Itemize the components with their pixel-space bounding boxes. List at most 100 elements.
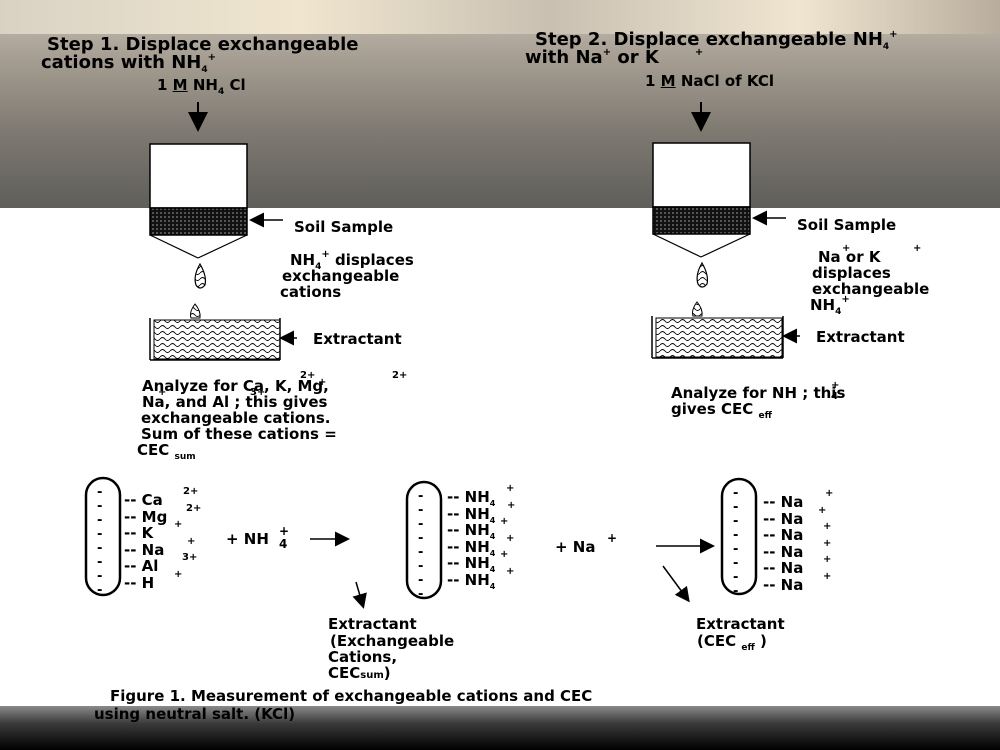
right-soil-sample <box>652 206 751 235</box>
ion-charge: 2+ <box>183 486 199 497</box>
left-extractant-beaker <box>153 319 281 360</box>
sup-mg: 2+ <box>392 370 408 381</box>
ion-charge: + <box>174 519 183 530</box>
colloid2-charges: -------- <box>418 489 424 602</box>
extractant1-line3: Cations, <box>328 648 398 666</box>
colloid1-particle <box>84 476 122 597</box>
left-extractant-label: Extractant <box>313 330 402 348</box>
ion-label: -- Al <box>124 557 159 575</box>
step1-title-line1: Step 1. Displace exchangeable <box>47 34 359 55</box>
right-drop <box>696 261 709 288</box>
left-displace-line2: exchangeable <box>282 267 400 285</box>
right-extractant-label: Extractant <box>816 328 905 346</box>
left-analyze-line2: Na, and Al ; this gives <box>142 393 328 411</box>
ion-charge: + <box>507 499 516 511</box>
ion-label: -- Na <box>124 540 165 559</box>
sup-al: 3+ <box>250 387 266 398</box>
reagent2: + Na <box>555 538 596 556</box>
ion-label: -- NH4 <box>447 504 496 525</box>
reagent1-sub: 4 <box>279 537 288 551</box>
sup-ca: 2+ <box>300 370 316 381</box>
ion-label: -- Na <box>763 542 804 561</box>
extractant2-line2: (CEC eff ) <box>697 632 767 653</box>
left-column <box>149 102 297 361</box>
reagent1-sup: + <box>279 524 290 538</box>
ion-charge: 2+ <box>186 502 202 514</box>
right-displace-line3: exchangeable <box>812 280 930 298</box>
ion-label: -- H <box>124 573 155 592</box>
figure-caption-line2: using neutral salt. (KCl) <box>94 705 296 723</box>
ion-label: -- K <box>124 524 154 542</box>
ion-label: -- Na <box>763 559 804 577</box>
ion-charge: + <box>500 516 509 527</box>
step2-title-line2: with Na+ or K+ <box>525 47 704 68</box>
right-displace-line2: displaces <box>812 264 891 282</box>
colloid3-charges: -------- <box>733 486 739 599</box>
right-analyze-line2: gives CEC eff <box>671 400 772 421</box>
sup-k: + <box>318 377 327 388</box>
left-drop <box>194 262 207 289</box>
left-displace-line1: NH4+ displaces <box>290 249 414 272</box>
sup-na-r: + <box>842 243 851 254</box>
ion-label: -- Na <box>763 493 804 511</box>
left-analyze-line5: CEC sum <box>137 441 196 462</box>
reagent2-sup: + <box>607 531 618 545</box>
ion-charge: + <box>187 535 196 547</box>
ion-charge: + <box>818 504 827 516</box>
ion-label: -- NH4 <box>447 554 496 574</box>
ion-label: -- Mg <box>124 507 168 526</box>
ion-charge: + <box>506 483 515 494</box>
sub-nh4-r: 4 <box>831 391 838 402</box>
left-analyze-line1: Analyze for Ca, K, Mg, <box>142 377 329 395</box>
ion-charge: + <box>825 488 834 499</box>
left-analyze-line4: Sum of these cations = <box>141 425 337 443</box>
ion-label: -- NH4 <box>447 488 496 508</box>
left-column-tube <box>149 143 248 209</box>
step2-reagent: 1 M NaCl of KCl <box>645 72 775 90</box>
extractant2-line1: Extractant <box>696 615 785 633</box>
ion-charge: + <box>823 570 832 582</box>
ion-label: -- Na <box>763 526 804 544</box>
ion-charge: + <box>823 521 832 532</box>
extractant1-line1: Extractant <box>328 615 417 633</box>
ion-label: -- Na <box>763 509 804 528</box>
left-soil-label: Soil Sample <box>294 218 394 236</box>
colloid2-particle <box>405 480 443 600</box>
extractant1-line2: (Exchangeable <box>330 632 455 650</box>
ion-charge: + <box>823 554 832 565</box>
right-displace-line1: Na or K <box>818 248 881 266</box>
sup-nh4-r: + <box>831 380 840 391</box>
right-analyze-line1: Analyze for NH ; this <box>671 384 846 402</box>
ion-label: -- NH4 <box>447 537 496 558</box>
right-column <box>651 102 800 359</box>
colloid3-particle <box>720 477 758 596</box>
ion-label: -- Na <box>763 575 804 594</box>
right-column-tube <box>652 142 751 208</box>
colloid1-charges: -------- <box>97 485 103 598</box>
extractant1-arrow <box>352 581 367 609</box>
right-extractant-beaker <box>655 317 783 358</box>
ion-charge: + <box>174 568 183 580</box>
step1-reagent: 1 M NH4 Cl <box>157 76 246 97</box>
step1-title-line2: cations with NH4+ <box>41 52 217 75</box>
ion-label: -- NH4 <box>447 570 496 591</box>
reagent1: + NH <box>226 530 269 548</box>
left-soil-sample <box>149 207 248 236</box>
header-landscape-strip <box>0 0 1000 34</box>
ion-label: -- Ca <box>124 491 163 509</box>
right-displace-line4: NH4+ <box>810 294 850 317</box>
sup-na: + <box>158 387 167 398</box>
ion-charge: 3+ <box>182 552 198 563</box>
extractant2-arrow <box>662 565 690 603</box>
ion-charge: + <box>506 565 515 577</box>
ion-charge: + <box>823 537 832 549</box>
left-displace-line3: cations <box>280 283 342 301</box>
ion-charge: + <box>500 549 509 560</box>
step2-title-line1: Step 2. Displace exchangeable NH4+ <box>535 29 898 52</box>
footer-background <box>0 706 1000 750</box>
sup-k-r: + <box>913 243 922 254</box>
ion-label: -- NH4 <box>447 521 496 541</box>
left-analyze-line3: exchangeable cations. <box>141 409 331 427</box>
extractant1-line4: CECsum) <box>328 664 391 682</box>
